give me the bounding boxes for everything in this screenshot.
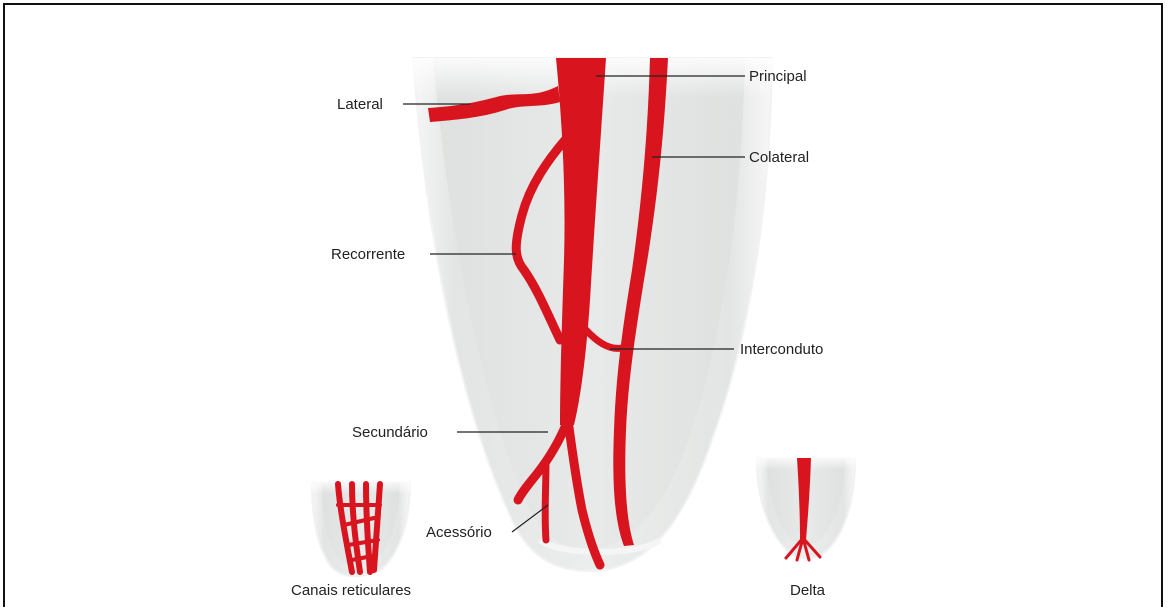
reticular-root	[308, 480, 414, 576]
label-principal: Principal	[749, 68, 807, 85]
canal-accessory-branch	[545, 460, 546, 540]
label-delta: Delta	[790, 582, 826, 599]
label-interconduto: Interconduto	[740, 341, 823, 358]
label-lateral: Lateral	[337, 96, 383, 113]
label-acessorio: Acessório	[426, 524, 492, 541]
label-canais-reticulares: Canais reticulares	[291, 582, 411, 599]
label-recorrente: Recorrente	[331, 246, 405, 263]
label-secundario: Secundário	[352, 424, 428, 441]
delta-root	[752, 456, 860, 560]
label-colateral: Colateral	[749, 149, 809, 166]
main-root	[405, 58, 780, 571]
